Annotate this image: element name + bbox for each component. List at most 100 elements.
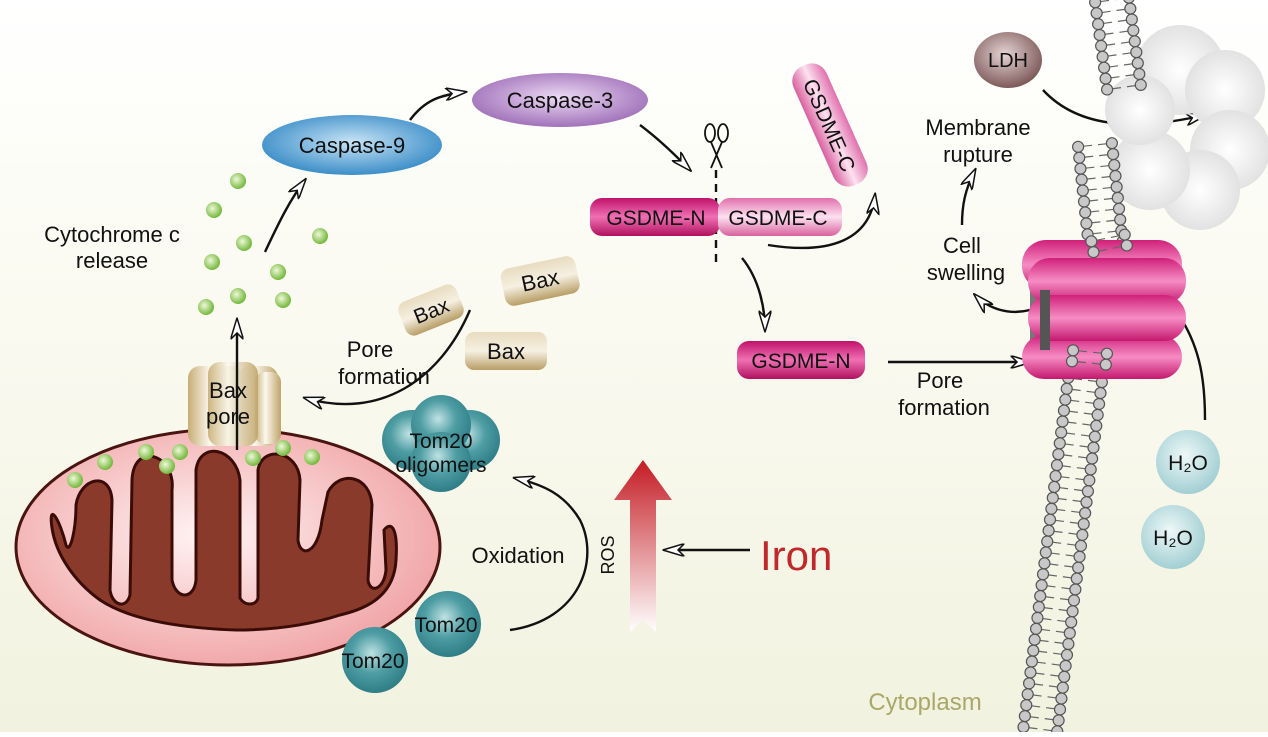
lipid-head bbox=[1070, 572, 1083, 585]
lipid-head bbox=[1128, 35, 1141, 48]
lipid-head bbox=[1028, 633, 1041, 646]
lipid-head bbox=[1098, 61, 1111, 74]
caspase-3-label: Caspase-3 bbox=[507, 88, 613, 113]
cytochrome-c-dot bbox=[304, 449, 320, 465]
scissors-icon bbox=[704, 123, 729, 169]
pore-formation-right-1: Pore bbox=[917, 368, 963, 393]
cytochrome-label-2: release bbox=[76, 248, 148, 273]
cytochrome-c-dot bbox=[275, 440, 291, 456]
lipid-head bbox=[1095, 39, 1108, 52]
lipid-head bbox=[1042, 524, 1055, 537]
cytochrome-c-dot bbox=[206, 202, 222, 218]
lipid-head bbox=[1024, 666, 1037, 679]
lipid-head bbox=[1074, 162, 1087, 175]
lipid-head bbox=[1077, 517, 1090, 531]
lipid-head bbox=[1031, 611, 1044, 624]
lipid-head bbox=[1089, 0, 1102, 9]
gsdme-n-free-label: GSDME-N bbox=[751, 350, 850, 373]
lipid-head bbox=[1032, 600, 1045, 614]
gsdme-c-free: GSDME-C bbox=[792, 63, 868, 187]
tom20-monomers: Tom20 Tom20 bbox=[341, 591, 481, 693]
lipid-head bbox=[1131, 56, 1144, 70]
lipid-head bbox=[1022, 677, 1036, 690]
lipid-head bbox=[1106, 148, 1120, 161]
pore-formation-left-2: formation bbox=[338, 364, 430, 389]
lipid-head bbox=[1124, 2, 1137, 15]
lipid-head bbox=[1017, 720, 1030, 734]
pore-formation-left-1: Pore bbox=[347, 337, 393, 362]
cell-swelling-2: swelling bbox=[927, 260, 1005, 285]
cytochrome-c-dot bbox=[245, 450, 261, 466]
lipid-head bbox=[1034, 589, 1047, 603]
caspase-9: Caspase-9 bbox=[262, 115, 442, 175]
lipid-head bbox=[1038, 557, 1051, 570]
cytochrome-c-particles bbox=[67, 173, 328, 488]
lipid-head bbox=[1041, 535, 1054, 548]
lipid-head bbox=[1058, 670, 1071, 683]
lipid-head bbox=[1027, 644, 1040, 657]
h2o-molecule-b: H₂O bbox=[1141, 505, 1205, 569]
lipid-head bbox=[1076, 528, 1089, 542]
lipid-head bbox=[1090, 7, 1103, 20]
lipid-head bbox=[1073, 550, 1086, 563]
gsdme-c-full-label: GSDME-C bbox=[728, 207, 827, 230]
cytochrome-c-dot bbox=[230, 288, 246, 304]
cytochrome-c-dot bbox=[67, 472, 83, 488]
h2o-label-a: H₂O bbox=[1168, 452, 1208, 475]
lipid-head bbox=[1069, 583, 1082, 596]
lipid-head bbox=[1080, 217, 1093, 230]
lipid-head bbox=[1056, 415, 1069, 428]
lipid-head bbox=[1099, 72, 1112, 85]
lipid-head bbox=[1063, 627, 1076, 640]
lipid-head bbox=[1072, 561, 1085, 574]
cytochrome-c-dot bbox=[198, 299, 214, 315]
bax-pore-label-2: pore bbox=[206, 404, 250, 429]
lipid-head bbox=[1075, 173, 1088, 186]
tom20-oligomers-label-2: oligomers bbox=[395, 454, 486, 477]
ros-arrow: ROS bbox=[598, 460, 672, 632]
lipid-head bbox=[1053, 437, 1066, 450]
lipid-head bbox=[1100, 83, 1114, 96]
cytochrome-c-dot bbox=[138, 444, 154, 460]
plasma-membrane-over-pore bbox=[1065, 228, 1133, 371]
lipid-head bbox=[1091, 408, 1104, 421]
cytochrome-c-dot bbox=[270, 264, 286, 280]
bax-label-3: Bax bbox=[487, 339, 525, 364]
bax-pore: Bax pore bbox=[188, 362, 281, 446]
lipid-head bbox=[1059, 393, 1072, 406]
lipid-head bbox=[1057, 404, 1071, 417]
lipid-head bbox=[1085, 235, 1098, 248]
cytochrome-c-dot bbox=[312, 228, 328, 244]
lipid-head bbox=[1118, 228, 1131, 241]
lipid-head bbox=[1018, 709, 1031, 723]
lipid-head bbox=[1056, 681, 1069, 694]
ldh-label: LDH bbox=[988, 50, 1028, 72]
lipid-head bbox=[1130, 46, 1143, 59]
tom20-oligomers-label-1: Tom20 bbox=[409, 430, 472, 453]
gsdme-n-free: GSDME-N bbox=[737, 341, 865, 379]
lipid-head bbox=[1096, 50, 1109, 63]
lipid-head bbox=[1052, 714, 1065, 727]
h2o-molecule-a: H₂O bbox=[1156, 430, 1220, 494]
lipid-head bbox=[1021, 688, 1034, 701]
gsdme-n-full-label: GSDME-N bbox=[606, 207, 705, 230]
lipid-head bbox=[1099, 358, 1112, 371]
lipid-head bbox=[1085, 452, 1099, 465]
lipid-head bbox=[1079, 206, 1092, 219]
lipid-head bbox=[1066, 344, 1080, 357]
lipid-head bbox=[1060, 382, 1073, 395]
oxidation-label: Oxidation bbox=[472, 543, 565, 568]
pathway-arrows bbox=[237, 90, 1205, 632]
cytochrome-c-dot bbox=[236, 235, 252, 251]
lipid-head bbox=[1120, 239, 1133, 252]
lipid-head bbox=[1105, 137, 1119, 150]
lipid-head bbox=[1045, 502, 1058, 515]
cytochrome-label-1: Cytochrome c bbox=[44, 222, 180, 247]
lipid-head bbox=[1050, 459, 1064, 472]
caspase-3: Caspase-3 bbox=[472, 73, 648, 127]
pore-formation-right-2: formation bbox=[898, 395, 990, 420]
cytochrome-c-dot bbox=[230, 173, 246, 189]
caspase-9-label: Caspase-9 bbox=[299, 133, 405, 158]
lipid-head bbox=[1052, 448, 1065, 461]
lipid-head bbox=[1079, 506, 1092, 520]
